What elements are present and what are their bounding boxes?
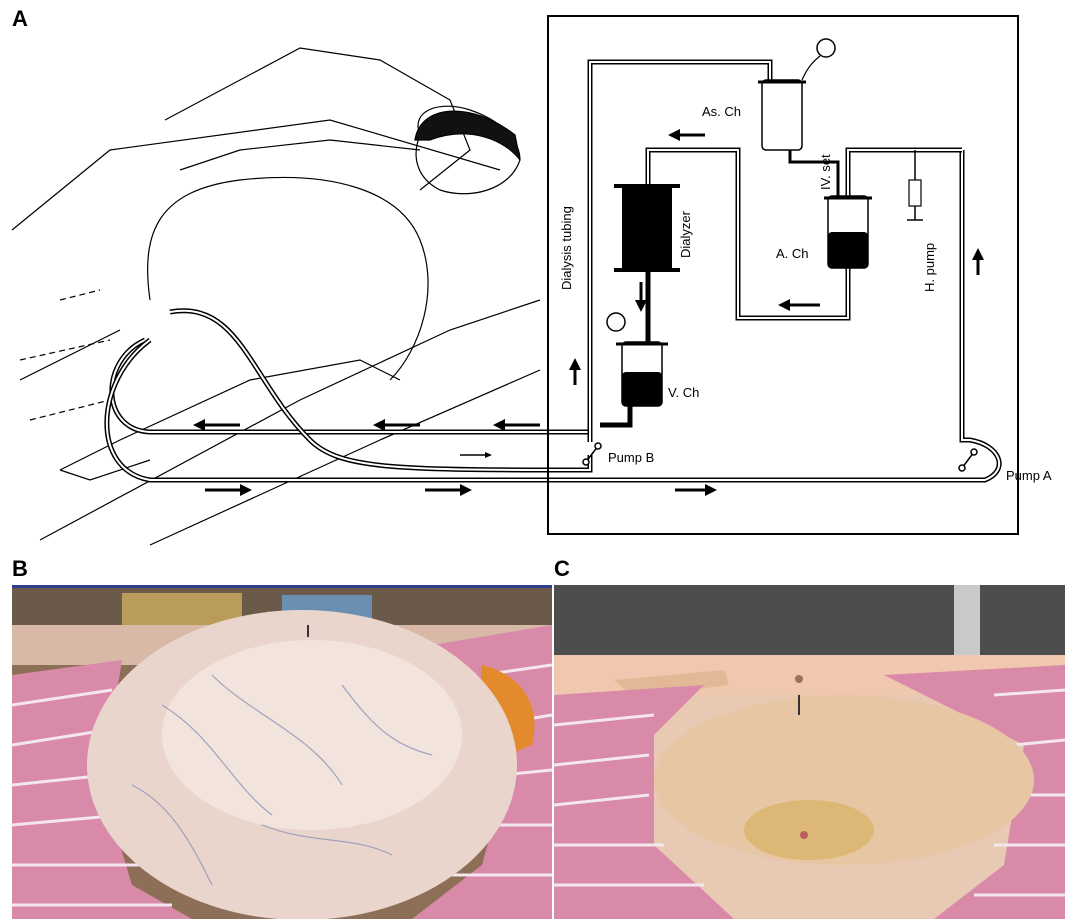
label-pump-b: Pump B [608,450,654,465]
as-ch-chamber [758,39,835,150]
label-as-ch: As. Ch [702,104,741,119]
h-pump-syringe [907,180,923,220]
label-dialysis-tubing: Dialysis tubing [559,206,574,290]
dialyzer-cartridge [614,185,680,271]
schematic-diagram: As. Ch IV. set Dialysis tubing Dialyzer … [0,0,1065,560]
label-pump-a: Pump A [1006,468,1052,483]
pump-a-rotor [959,449,977,471]
label-dialyzer: Dialyzer [678,210,693,258]
label-iv-set: IV. set [818,154,833,190]
label-a-ch: A. Ch [776,246,809,261]
v-ch-chamber [607,313,668,406]
photo-b-distended-abdomen [12,585,552,919]
photo-c-treated-abdomen [554,585,1065,919]
label-v-ch: V. Ch [668,385,699,400]
a-ch-chamber [824,196,872,268]
label-h-pump: H. pump [922,243,937,292]
